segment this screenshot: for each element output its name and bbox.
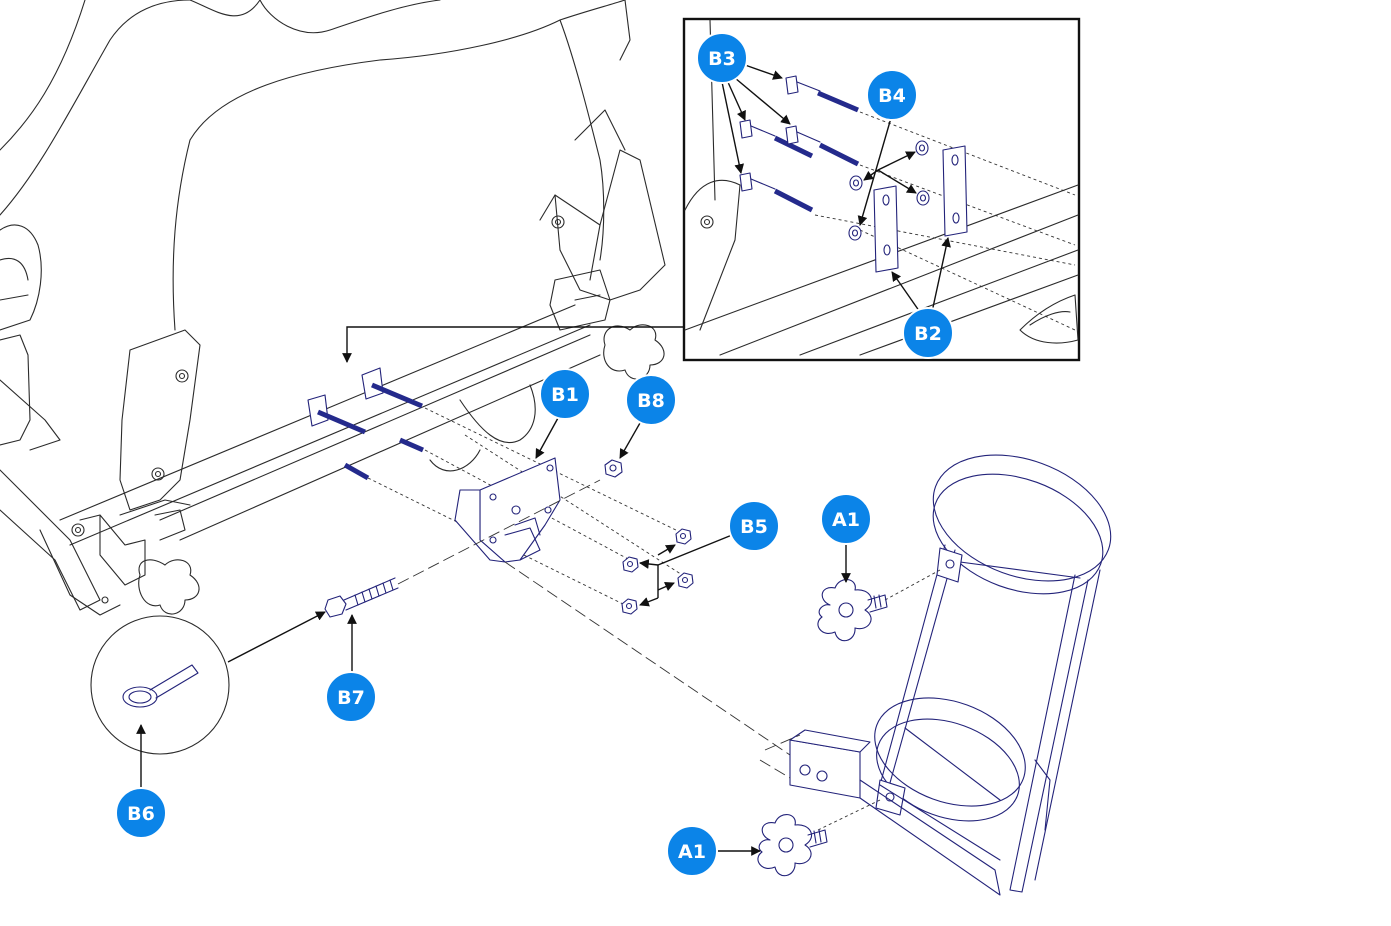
seat-frame-drawing: [0, 0, 666, 616]
callout-b3: B3: [696, 32, 748, 84]
callout-b3-label: B3: [708, 48, 736, 70]
callout-b1: B1: [539, 368, 591, 420]
pin-detail-b6: [90, 615, 230, 755]
inset-pointer: [342, 326, 684, 363]
callout-b5: B5: [728, 500, 780, 552]
callout-b8-label: B8: [637, 390, 665, 412]
callout-b6: B6: [115, 787, 167, 839]
bracket-b1-assembly: [307, 367, 691, 606]
callout-b7-label: B7: [337, 687, 365, 709]
callout-a1-bottom: A1: [666, 825, 718, 877]
nuts-b5: [621, 528, 694, 615]
nut-b8: [604, 459, 623, 478]
callout-a1-top: A1: [820, 493, 872, 545]
callout-b2: B2: [902, 307, 954, 359]
callout-b8: B8: [625, 374, 677, 426]
leader-lines: [136, 64, 951, 856]
callout-a1-top-label: A1: [832, 509, 860, 531]
tank-holder: [759, 454, 1112, 896]
callout-b5-label: B5: [740, 516, 768, 538]
callout-b4: B4: [866, 69, 918, 121]
callout-b7: B7: [325, 671, 377, 723]
bolt-b7: [324, 479, 601, 618]
callout-b1-label: B1: [551, 384, 579, 406]
callout-b6-label: B6: [127, 803, 155, 825]
knob-a1-top: [817, 579, 888, 642]
callout-a1-bottom-label: A1: [678, 841, 706, 863]
callout-b4-label: B4: [878, 85, 906, 107]
callout-b2-label: B2: [914, 323, 942, 345]
knob-a1-bottom: [757, 814, 828, 877]
